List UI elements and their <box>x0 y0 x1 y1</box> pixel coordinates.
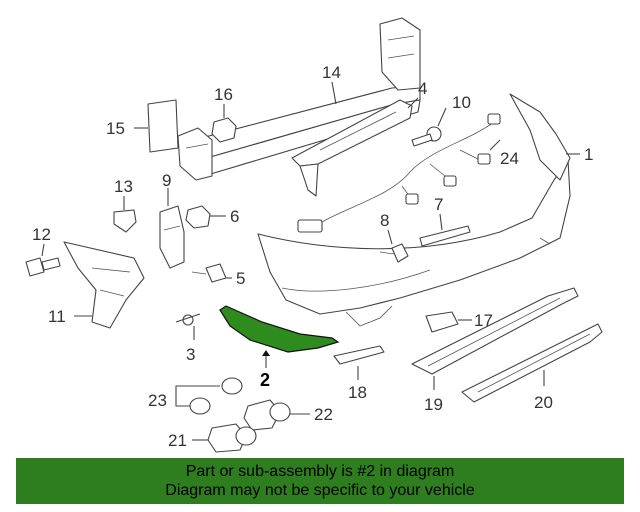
callout-23-label: 23 <box>148 391 167 410</box>
callout-11-label: 11 <box>48 307 66 326</box>
part-12-bolt <box>25 243 61 277</box>
callout-12-label: 12 <box>32 225 51 244</box>
part-8-bolt <box>379 229 409 263</box>
callout-21-label: 21 <box>168 431 187 450</box>
part-1-bumper-cover <box>257 93 580 327</box>
info-banner: Part or sub-assembly is #2 in diagram Di… <box>16 458 624 504</box>
callout-17-label: 17 <box>474 311 493 330</box>
callout-4: 4 <box>407 79 427 109</box>
part-5-bolt <box>191 263 232 283</box>
callout-6-label: 6 <box>230 207 239 226</box>
callout-14-label: 14 <box>322 63 341 82</box>
banner-line-2: Diagram may not be specific to your vehi… <box>165 482 475 499</box>
callout-19-label: 19 <box>424 395 443 414</box>
callout-10-label: 10 <box>452 93 471 112</box>
part-7-reflector <box>419 213 471 247</box>
callout-7-label: 7 <box>434 195 443 214</box>
callout-9-label: 9 <box>162 171 171 190</box>
callout-1-label: 1 <box>584 145 593 164</box>
part-15-plate-bracket <box>134 99 179 153</box>
part-13-clip <box>113 196 137 233</box>
callout-13-label: 13 <box>114 177 133 196</box>
part-2-shape <box>219 305 340 353</box>
callout-5-label: 5 <box>236 269 245 288</box>
callout-3-label: 3 <box>186 345 195 364</box>
part-10-bolt <box>411 107 447 147</box>
part-6-nut <box>185 205 226 229</box>
part-21-sensor <box>192 423 257 453</box>
callout-24-label: 24 <box>500 149 519 168</box>
callout-15-label: 15 <box>106 119 125 138</box>
callout-14: 14 <box>322 63 341 105</box>
part-23-grommets <box>175 377 243 415</box>
callout-4-label: 4 <box>418 79 427 98</box>
part-22-sensor <box>243 399 310 431</box>
callout-8-label: 8 <box>380 211 389 230</box>
banner-line-1: Part or sub-assembly is #2 in diagram <box>185 463 455 480</box>
callout-16-label: 16 <box>214 85 233 104</box>
part-4-absorber <box>291 99 413 197</box>
part-18-molding <box>333 345 385 380</box>
part-9-side-bracket <box>159 188 185 269</box>
part-19-trim-strip <box>411 287 579 390</box>
part-20-trim-strip <box>461 323 603 403</box>
part-24-wiring-harness <box>297 113 501 233</box>
part-2-highlighted[interactable] <box>219 305 340 368</box>
part-11-corner-bracket <box>63 241 145 329</box>
callout-20-label: 20 <box>534 393 553 412</box>
part-16-nut <box>211 104 237 143</box>
callout-2-label: 2 <box>260 370 270 390</box>
callout-18-label: 18 <box>348 383 367 402</box>
part-17-reflector <box>425 311 472 333</box>
part-3-rivet <box>175 313 201 340</box>
callout-22-label: 22 <box>314 405 333 424</box>
parts-diagram: 14 4 15 16 10 24 <box>25 17 603 453</box>
